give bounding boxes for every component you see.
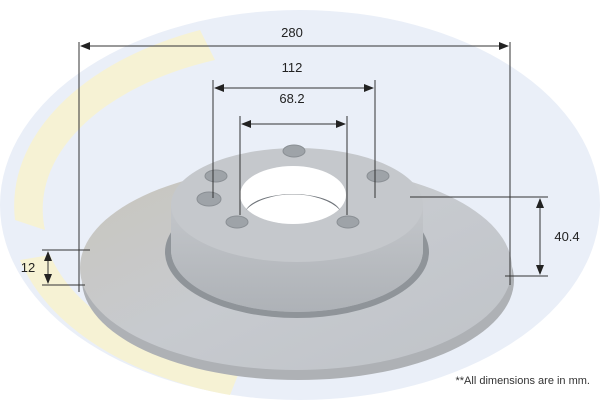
label-bolt-circle: 112 [281,60,303,75]
brake-disc [80,144,514,380]
footnote: **All dimensions are in mm. [455,375,591,387]
label-thickness: 12 [20,260,36,275]
label-center-bore: 68.2 [279,91,305,106]
label-outer-diameter: 280 [281,25,303,40]
dimension-lines [42,42,548,292]
label-height: 40.4 [554,229,580,244]
